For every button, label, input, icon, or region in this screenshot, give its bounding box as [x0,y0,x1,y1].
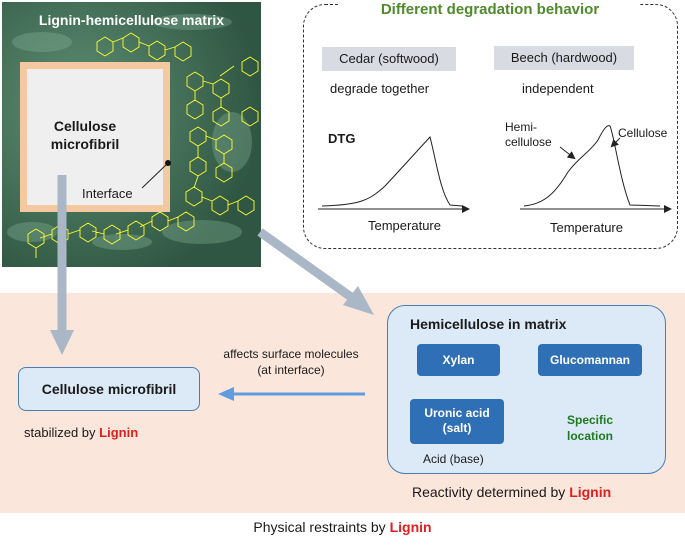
cedar-x-axis-label: Temperature [368,218,441,233]
interface-pointer [141,160,171,189]
xylan-box: Xylan [417,344,500,376]
reactivity-lignin: Lignin [569,484,612,500]
degradation-title: Different degradation behavior [340,1,640,18]
lignin-matrix-image: Lignin-hemicellulose matrix Cellulose mi… [2,2,261,267]
specific-line-2: location [566,429,613,443]
reactivity-text: Reactivity determined by [412,484,570,500]
hemicellulose-box [387,305,666,474]
glucomannan-box: Glucomannan [538,344,642,376]
beech-x-axis-label: Temperature [550,220,623,235]
cedar-description: degrade together [330,81,430,96]
cedar-label: Cedar (softwood) [322,47,456,71]
beech-description: independent [522,81,594,96]
affects-label: affects surface molecules (at interface) [211,346,371,378]
uronic-line-2: (salt) [442,421,472,435]
uronic-acid-box: Uronic acid (salt) [410,399,504,444]
acid-base-label: Acid (base) [423,452,484,466]
reactivity-caption: Reactivity determined by Lignin [412,484,611,500]
physical-text: Physical restraints by [253,519,390,535]
microfibril-square [20,62,170,212]
affects-line-2: (at interface) [257,363,325,377]
matrix-title: Lignin-hemicellulose matrix [38,12,225,28]
microfibril-label: Cellulose microfibril [50,118,120,152]
interface-label: Interface [82,186,133,201]
hemi-line-2: cellulose [505,135,552,149]
specific-location-label: Specific location [552,412,628,444]
affects-line-1: affects surface molecules [223,347,359,361]
stabilized-caption: stabilized by Lignin [24,425,138,440]
stabilized-lignin: Lignin [99,425,139,440]
hemicellulose-peak-label: Hemi- cellulose [505,120,552,150]
cellulose-peak-label: Cellulose [618,126,668,140]
beech-label: Beech (hardwood) [494,46,634,70]
uronic-line-1: Uronic acid [424,406,490,420]
stabilized-text: stabilized by [24,425,100,440]
physical-lignin: Lignin [389,519,432,535]
physical-restraints-caption: Physical restraints by Lignin [0,519,685,535]
specific-line-1: Specific [566,413,614,427]
dtg-label: DTG [328,131,356,146]
hemicellulose-title: Hemicellulose in matrix [410,316,567,332]
hemi-line-1: Hemi- [505,120,537,134]
cellulose-microfibril-box: Cellulose microfibril [18,367,200,411]
lignin-structure-drawing [27,32,259,258]
